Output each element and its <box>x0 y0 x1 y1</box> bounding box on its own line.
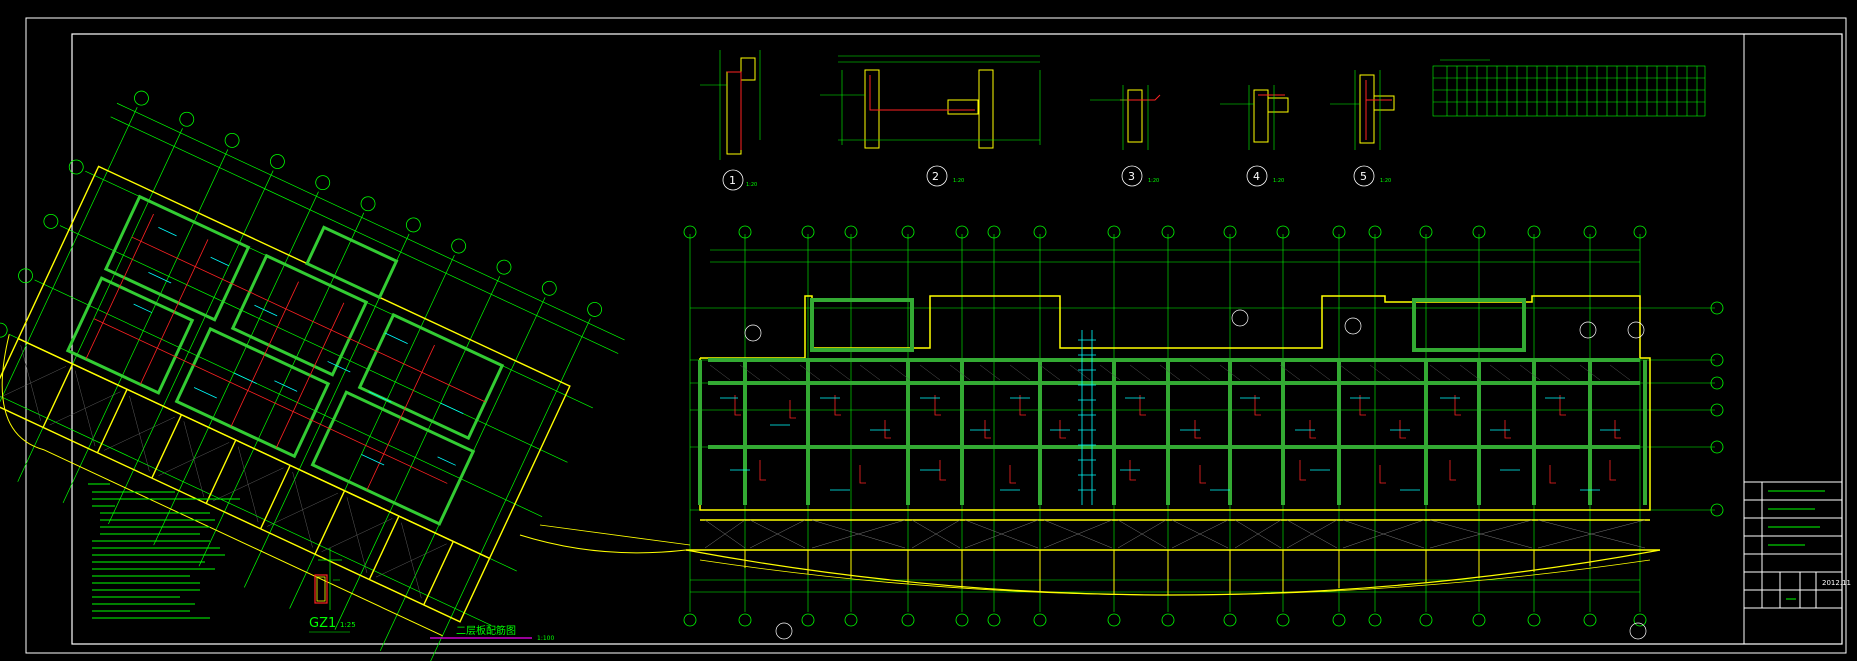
stair-core <box>1078 330 1096 505</box>
right-grid-bubbles-side <box>1710 301 1724 517</box>
detail-1-scale: 1:20 <box>746 182 757 188</box>
detail-4-number: 4 <box>1253 170 1260 183</box>
right-structural-walls <box>698 298 1647 505</box>
balcony-arc-inner <box>699 559 1651 596</box>
section-detail-3 <box>1090 85 1161 187</box>
balcony-panels <box>704 519 1646 549</box>
section-detail-1 <box>700 50 761 191</box>
outer-border <box>25 17 1847 654</box>
drawing-title: 二层板配筋图 <box>456 624 516 637</box>
section-detail-2 <box>820 55 1041 187</box>
drawing-title-scale: 1:100 <box>537 635 554 642</box>
left-hatch <box>0 345 447 599</box>
column-scale: 1:25 <box>340 621 356 629</box>
section-detail-4 <box>1220 85 1289 187</box>
rebar-schedule-table <box>1432 59 1706 117</box>
detail-5-number: 5 <box>1360 170 1367 183</box>
right-rebar-ticks <box>720 397 1620 491</box>
general-notes <box>88 483 240 619</box>
title-block-date: 2012.11 <box>1822 579 1851 587</box>
left-grid-lines <box>0 102 625 661</box>
left-wing-plan <box>0 90 625 661</box>
left-grid-bubbles <box>0 90 603 338</box>
left-balcony-edge <box>1 334 443 637</box>
balcony-ties <box>744 550 1591 595</box>
detail-2-scale: 1:20 <box>953 178 964 184</box>
section-detail-5 <box>1330 70 1395 187</box>
detail-3-scale: 1:20 <box>1148 178 1159 184</box>
right-beam-marks <box>734 395 1621 484</box>
right-main-plan <box>683 225 1724 640</box>
column-detail-gz1 <box>309 548 350 633</box>
detail-5-scale: 1:20 <box>1380 178 1391 184</box>
corridor-hatch <box>709 364 1631 381</box>
wing-connector <box>519 534 687 554</box>
right-grid-bubbles-top <box>683 225 1647 239</box>
detail-1-number: 1 <box>729 174 736 187</box>
detail-3-number: 3 <box>1128 170 1135 183</box>
column-tag: GZ1 <box>309 616 336 631</box>
title-block <box>1743 34 1842 644</box>
left-rebar <box>133 227 464 466</box>
detail-2-number: 2 <box>932 170 939 183</box>
title-block-text-lines <box>1768 490 1825 600</box>
left-beams <box>85 213 486 491</box>
section-markers <box>744 309 1647 640</box>
detail-4-scale: 1:20 <box>1273 178 1284 184</box>
right-grid-bubbles-bottom <box>683 613 1647 627</box>
wing-connector-inner <box>539 524 691 546</box>
